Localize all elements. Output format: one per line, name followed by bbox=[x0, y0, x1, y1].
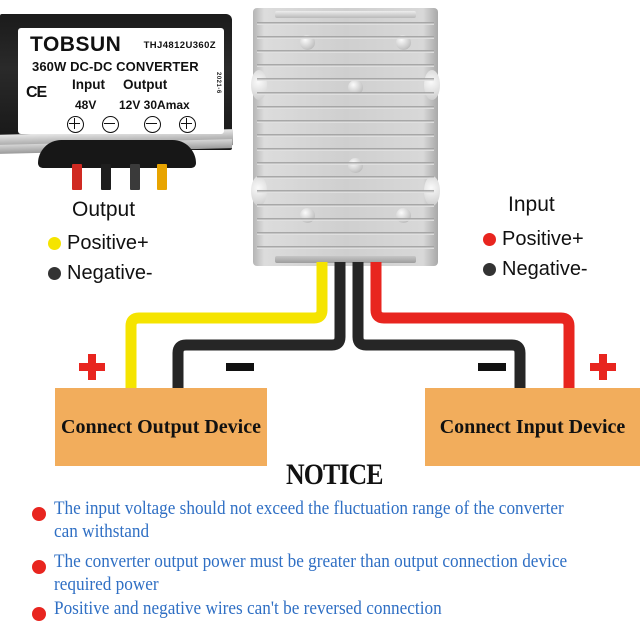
bullet-dot-icon bbox=[32, 607, 46, 621]
converter-module-photo: TOBSUN THJ4812U360Z 360W DC-DC CONVERTER… bbox=[0, 14, 233, 190]
red-dot-icon bbox=[483, 233, 496, 247]
notice-item: Positive and negative wires can't be rev… bbox=[32, 598, 632, 621]
product-label: TOBSUN THJ4812U360Z 360W DC-DC CONVERTER… bbox=[18, 28, 224, 134]
label-model-number: THJ4812U360Z bbox=[143, 40, 216, 51]
dc-dc-converter-heatsink bbox=[251, 8, 440, 266]
terminal-minus-icon bbox=[102, 116, 119, 133]
notice-heading: NOTICE bbox=[286, 458, 383, 491]
heatsink-fin bbox=[257, 22, 434, 25]
wire-input-positive-red bbox=[370, 262, 575, 392]
mounting-notch bbox=[251, 70, 267, 100]
legend-input-positive: Positive+ bbox=[483, 228, 584, 251]
label-output-rating: 12V 30Amax bbox=[119, 98, 190, 112]
legend-input-negative-label: Negative- bbox=[502, 258, 588, 280]
heatsink-fin bbox=[257, 162, 434, 165]
heatsink-fin bbox=[257, 134, 434, 137]
terminal-minus-icon bbox=[144, 116, 161, 133]
heatsink-fin bbox=[257, 246, 434, 249]
heatsink-fin bbox=[257, 78, 434, 81]
terminal-plus-icon bbox=[67, 116, 84, 133]
wire-stub-black bbox=[130, 164, 140, 190]
label-input-voltage: 48V bbox=[75, 98, 97, 112]
screw-icon bbox=[348, 80, 363, 95]
yellow-dot-icon bbox=[48, 237, 61, 251]
bullet-dot-icon bbox=[32, 507, 46, 521]
legend-output-negative: Negative- bbox=[48, 262, 153, 285]
connect-input-device-box: Connect Input Device bbox=[425, 388, 640, 466]
mounting-notch bbox=[424, 70, 440, 100]
legend-input-positive-label: Positive+ bbox=[502, 228, 584, 250]
label-brand: TOBSUN bbox=[30, 33, 122, 56]
notice-item-text: Positive and negative wires can't be rev… bbox=[54, 599, 442, 619]
bullet-dot-icon bbox=[32, 560, 46, 574]
input-negative-mark bbox=[478, 363, 506, 371]
heatsink-fin bbox=[257, 176, 434, 179]
heatsink-fin bbox=[257, 190, 434, 193]
label-product-title: 360W DC-DC CONVERTER bbox=[32, 59, 199, 74]
legend-output-negative-label: Negative- bbox=[67, 262, 153, 284]
connect-output-device-box: Connect Output Device bbox=[55, 388, 267, 466]
output-positive-mark bbox=[79, 354, 105, 380]
wire-stub-yellow bbox=[157, 164, 167, 190]
heatsink-fin bbox=[257, 92, 434, 95]
legend-output-positive: Positive+ bbox=[48, 232, 149, 255]
cable-gland bbox=[38, 140, 196, 168]
heatsink-fin bbox=[257, 106, 434, 109]
screw-icon bbox=[348, 158, 363, 173]
label-output-heading: Output bbox=[123, 77, 168, 92]
heatsink-fin bbox=[257, 232, 434, 235]
heatsink-fin bbox=[257, 50, 434, 53]
heatsink-bottom-rail bbox=[275, 256, 416, 263]
wire-output-negative-black bbox=[172, 262, 346, 392]
heatsink-fin bbox=[257, 218, 434, 221]
heatsink-fin bbox=[257, 148, 434, 151]
input-positive-mark bbox=[590, 354, 616, 380]
heatsink-fin bbox=[257, 64, 434, 67]
wire-stub-red bbox=[72, 164, 82, 190]
heatsink-top-rail bbox=[275, 11, 416, 18]
terminal-plus-icon bbox=[179, 116, 196, 133]
black-dot-icon bbox=[48, 267, 61, 281]
notice-item: The converter output power must be great… bbox=[32, 551, 632, 597]
label-date-code: 2021-6 bbox=[215, 72, 221, 94]
heatsink-fin bbox=[257, 120, 434, 123]
wire-stub-black bbox=[101, 164, 111, 190]
legend-input-negative: Negative- bbox=[483, 258, 588, 281]
notice-item-text: The input voltage should not exceed the … bbox=[54, 499, 564, 542]
legend-output-positive-label: Positive+ bbox=[67, 232, 149, 254]
legend-output-title: Output bbox=[72, 198, 136, 221]
heatsink-fin bbox=[257, 204, 434, 207]
black-dot-icon bbox=[483, 263, 496, 277]
heatsink-fin bbox=[257, 36, 434, 39]
notice-item: The input voltage should not exceed the … bbox=[32, 498, 632, 544]
notice-item-text: The converter output power must be great… bbox=[54, 552, 568, 595]
label-input-heading: Input bbox=[72, 77, 105, 92]
wire-output-positive-yellow bbox=[125, 262, 328, 392]
legend-input-title: Input bbox=[508, 193, 555, 216]
wire-input-negative-black bbox=[352, 262, 526, 392]
ce-mark-icon: CE bbox=[26, 84, 47, 101]
output-negative-mark bbox=[226, 363, 254, 371]
